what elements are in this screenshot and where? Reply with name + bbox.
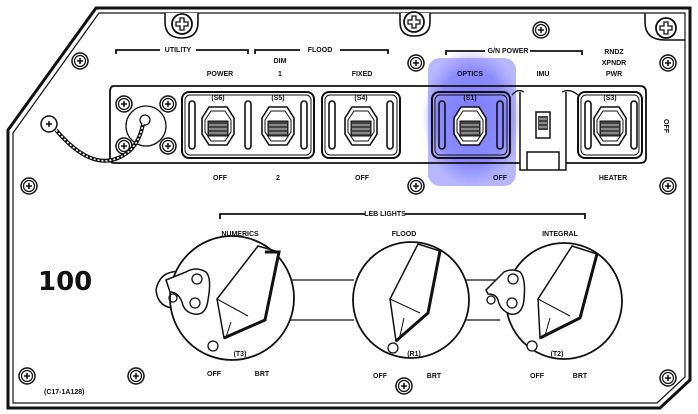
knob-integral-t2[interactable]: (T2) [485, 242, 623, 360]
utility-bracket: UTILITY [115, 47, 249, 54]
screw-icon [407, 177, 425, 195]
screw-icon [407, 54, 425, 72]
numerics-off-label: OFF [207, 371, 222, 378]
switch-s3-rndz-xpndr[interactable]: (S3) [593, 95, 627, 146]
switch-s1-optics[interactable]: (S1) [453, 95, 487, 146]
toggle-switch-icon [201, 106, 235, 146]
switch-guard-s1 [431, 91, 511, 159]
switch-imu[interactable] [535, 111, 551, 139]
gn-power-group-label: G/N POWER [488, 48, 529, 55]
leb-lights-group-label: LEB LIGHTS [364, 211, 406, 218]
panel-inner-outline [12, 12, 686, 404]
flood-bracket: FLOOD [254, 47, 389, 54]
numerics-brt-label: BRT [255, 371, 270, 378]
flood-off-label: OFF [373, 373, 388, 380]
flood-group-label: FLOOD [308, 47, 333, 54]
switch-tag: (S3) [603, 95, 616, 102]
s6-off-label: OFF [213, 175, 228, 182]
s1-off-label: OFF [493, 175, 508, 182]
switch-s6-utility-power[interactable]: (S6) [201, 95, 235, 146]
pwr-label: PWR [606, 71, 622, 78]
utility-group-label: UTILITY [165, 47, 192, 54]
panel-number: 100 [38, 267, 92, 297]
screw-icon [659, 177, 677, 195]
screw-icon [532, 21, 550, 39]
imu-label: IMU [537, 71, 550, 78]
knob-tag: (T3) [234, 351, 247, 358]
toggle-switch-icon [261, 106, 295, 146]
switch-guard-s3 [577, 91, 643, 159]
integral-label: INTEGRAL [542, 231, 579, 238]
toggle-switch-icon [453, 106, 487, 146]
knob-tag: (T2) [551, 351, 564, 358]
screw-icon [71, 52, 89, 70]
switch-s5-flood-dim[interactable]: (S5) [261, 95, 295, 146]
dim-1-label: 1 [278, 71, 282, 78]
numerics-label: NUMERICS [221, 231, 259, 238]
switch-guard-s4 [321, 91, 401, 159]
switch-guard-s6-s5 [181, 91, 315, 159]
leb-lights-bracket: LEB LIGHTS [219, 211, 586, 219]
fixed-label: FIXED [352, 71, 373, 78]
screw-icon [659, 369, 677, 387]
rndz-label: RNDZ [604, 49, 624, 56]
s3-heater-label: HEATER [599, 175, 627, 182]
switch-tag: (S5) [271, 95, 284, 102]
knob-flood-r1[interactable]: (R1) [352, 241, 470, 359]
screw-icon [395, 377, 413, 395]
s4-off-label: OFF [355, 175, 370, 182]
part-code: (C17-1A128) [44, 389, 84, 396]
screw-icon [20, 177, 38, 195]
switch-s4-flood-fixed[interactable]: (S4) [344, 95, 378, 146]
screw-icon [403, 11, 425, 33]
screw-icon [171, 13, 193, 35]
switch-tag: (S1) [463, 95, 476, 102]
optics-label: OPTICS [457, 71, 483, 78]
power-label: POWER [207, 71, 233, 78]
toggle-switch-icon [593, 106, 627, 146]
knob-numerics-t3[interactable]: (T3) [155, 235, 295, 361]
screw-icon [659, 54, 677, 72]
knob-tag: (R1) [407, 351, 421, 358]
flood-knob-label: FLOOD [392, 231, 417, 238]
screw-icon [18, 367, 36, 385]
switch-tag: (S4) [354, 95, 367, 102]
toggle-switch-icon [344, 106, 378, 146]
s3-off-label: OFF [662, 119, 669, 134]
gn-power-bracket: G/N POWER [445, 48, 583, 55]
screw-icon [655, 17, 677, 39]
ground-connector [40, 95, 177, 163]
integral-brt-label: BRT [573, 373, 588, 380]
flood-brt-label: BRT [427, 373, 442, 380]
switch-tag: (S6) [211, 95, 224, 102]
integral-off-label: OFF [530, 373, 545, 380]
xpndr-label: XPNDR [602, 60, 627, 67]
s5-2-label: 2 [276, 175, 280, 182]
screw-icon [127, 367, 145, 385]
switch-plate [109, 85, 647, 164]
dim-label: DIM [274, 58, 287, 65]
